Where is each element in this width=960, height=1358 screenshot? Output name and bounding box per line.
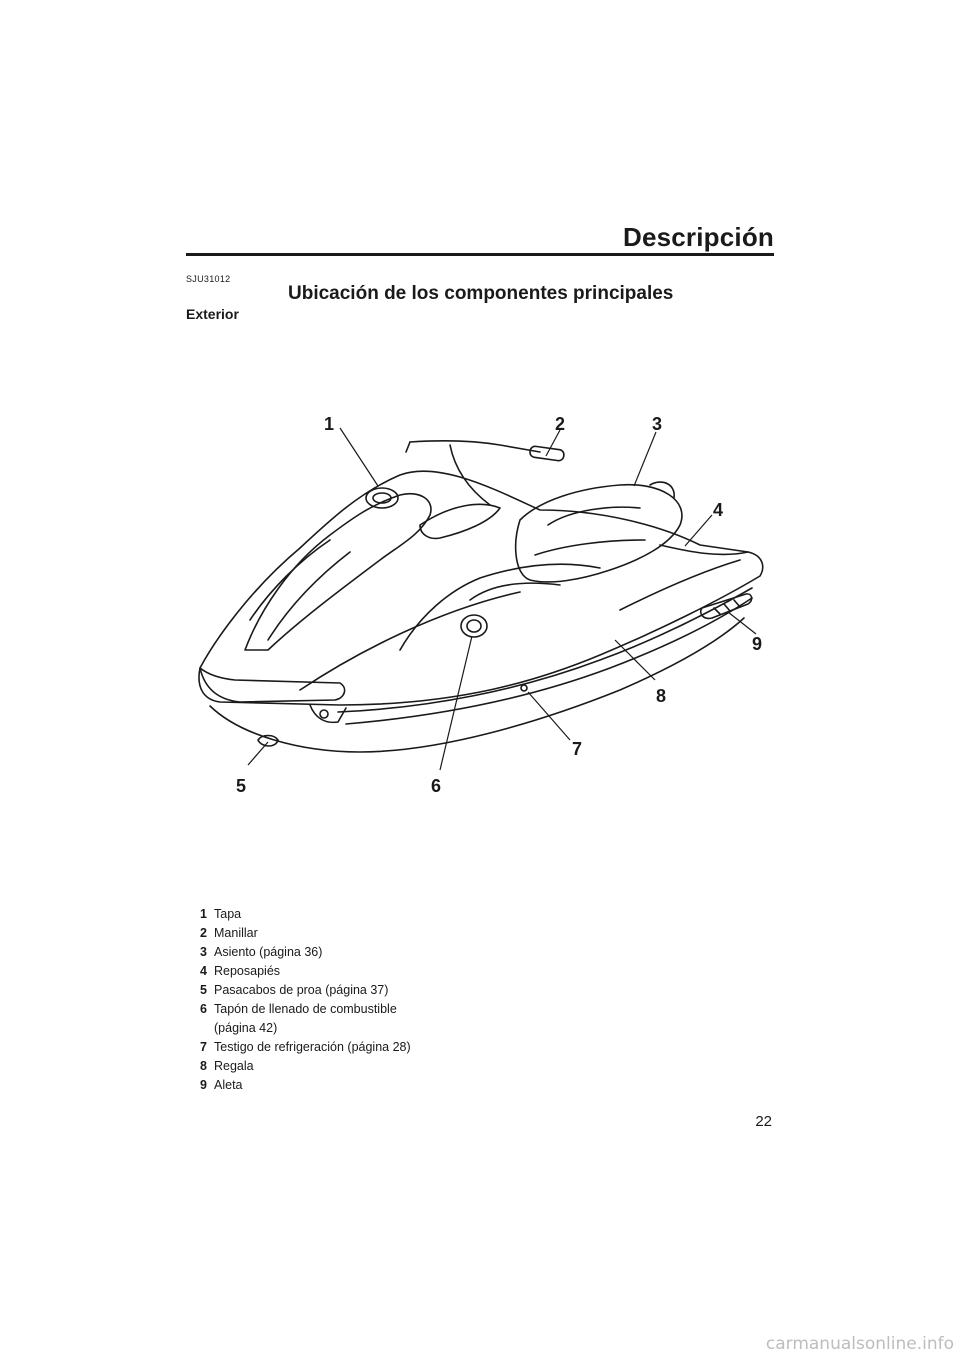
callout-5: 5 xyxy=(236,776,246,796)
callout-8: 8 xyxy=(656,686,666,706)
section-code: SJU31012 xyxy=(186,274,231,284)
page-number: 22 xyxy=(755,1113,772,1130)
callout-6: 6 xyxy=(431,776,441,796)
gunwale-line xyxy=(337,587,753,713)
callout-2: 2 xyxy=(555,414,565,434)
watermark: carmanualsonline.info xyxy=(765,1334,954,1354)
handlebar xyxy=(409,439,541,453)
page-header-title: Descripción xyxy=(622,222,774,252)
header-rule xyxy=(186,253,774,256)
callout-3: 3 xyxy=(652,414,662,434)
fin xyxy=(699,593,753,620)
callout-7: 7 xyxy=(572,739,582,759)
section-title: Ubicación de los componentes principales xyxy=(288,283,674,304)
callout-4: 4 xyxy=(713,500,723,520)
seat xyxy=(514,483,683,583)
watercraft-illustration: 1 2 3 4 5 6 7 8 9 xyxy=(198,414,764,796)
subsection-title: Exterior xyxy=(186,306,239,322)
hull-outline xyxy=(198,470,764,706)
callout-9: 9 xyxy=(752,634,762,654)
callout-1: 1 xyxy=(324,414,334,434)
